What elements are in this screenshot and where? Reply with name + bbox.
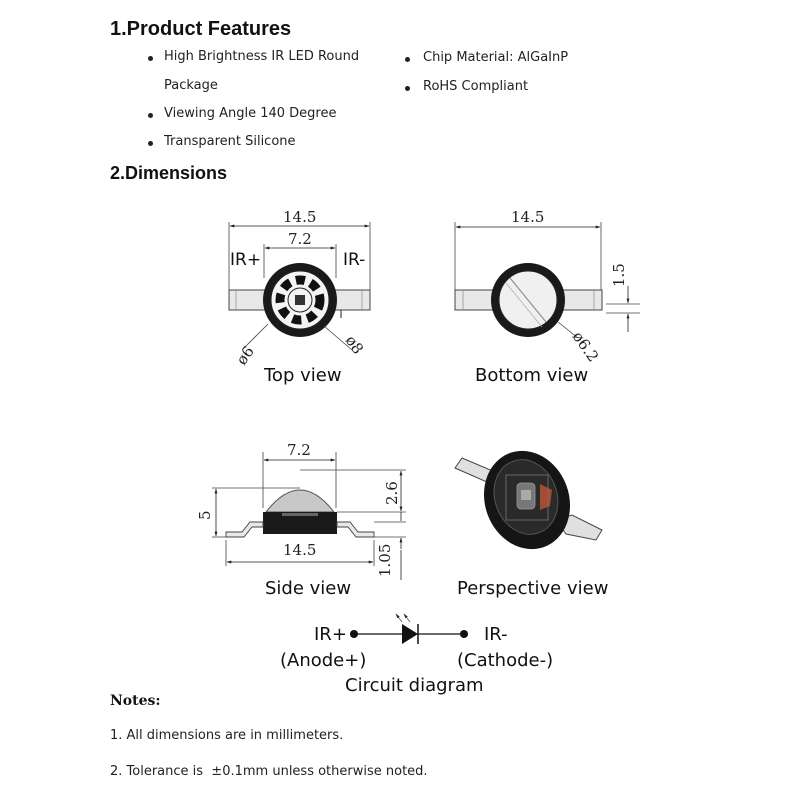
top-view-drawing: 14.5 7.2 IR+ IR- ø6 ø8 xyxy=(228,208,371,369)
section-title-features: 1.Product Features xyxy=(110,18,292,40)
bullet-icon xyxy=(148,113,153,118)
feature-item: High Brightness IR LED Round xyxy=(164,49,360,64)
dia-6-2-label: ø6.2 xyxy=(569,328,603,365)
dia-8-label: ø8 xyxy=(342,332,367,358)
section-title-dimensions: 2.Dimensions xyxy=(110,163,228,183)
feature-item: Viewing Angle 140 Degree xyxy=(164,106,337,121)
ir-minus-label: IR- xyxy=(343,250,365,270)
notes-title: Notes: xyxy=(110,693,161,709)
perspective-view-drawing xyxy=(454,450,603,550)
top-width-label: 14.5 xyxy=(283,208,316,226)
dome-height-label: 2.6 xyxy=(383,481,401,505)
side-view-caption: Side view xyxy=(265,578,352,599)
cathode-note: (Cathode-) xyxy=(457,650,553,671)
anode-note: (Anode+) xyxy=(280,650,366,671)
side-view-drawing: 7.2 14.5 5 2.6 1.05 xyxy=(196,441,406,580)
feature-item: Transparent Silicone xyxy=(164,134,296,149)
bullet-icon xyxy=(405,57,410,62)
feature-item: RoHS Compliant xyxy=(423,79,529,94)
side-height-label: 5 xyxy=(196,510,214,520)
bottom-view-drawing: 14.5 1.5 ø6.2 xyxy=(454,208,640,365)
circuit-caption: Circuit diagram xyxy=(345,675,484,696)
feature-item: Chip Material: AlGaInP xyxy=(423,50,569,65)
lead-height-label: 1.05 xyxy=(376,544,394,577)
bullet-icon xyxy=(405,86,410,91)
bottom-height-label: 1.5 xyxy=(610,263,628,287)
circuit-diagram: IR+ (Anode+) IR- (Cathode-) xyxy=(280,613,553,671)
top-inner-width-label: 7.2 xyxy=(288,230,312,248)
top-view-caption: Top view xyxy=(264,365,342,386)
note-item: 1. All dimensions are in millimeters. xyxy=(110,728,344,743)
feature-item: Package xyxy=(164,78,218,93)
bottom-view-caption: Bottom view xyxy=(475,365,589,386)
anode-label: IR+ xyxy=(314,624,347,645)
bullet-icon xyxy=(148,141,153,146)
dia-6-label: ø6 xyxy=(233,343,258,369)
note-item: 2. Tolerance is ±0.1mm unless otherwise … xyxy=(110,764,428,779)
side-total-width-label: 14.5 xyxy=(283,541,316,559)
bottom-width-label: 14.5 xyxy=(511,208,544,226)
perspective-view-caption: Perspective view xyxy=(457,578,609,599)
side-top-width-label: 7.2 xyxy=(287,441,311,459)
cathode-label: IR- xyxy=(484,624,508,645)
bullet-icon xyxy=(148,56,153,61)
ir-plus-label: IR+ xyxy=(230,250,261,270)
